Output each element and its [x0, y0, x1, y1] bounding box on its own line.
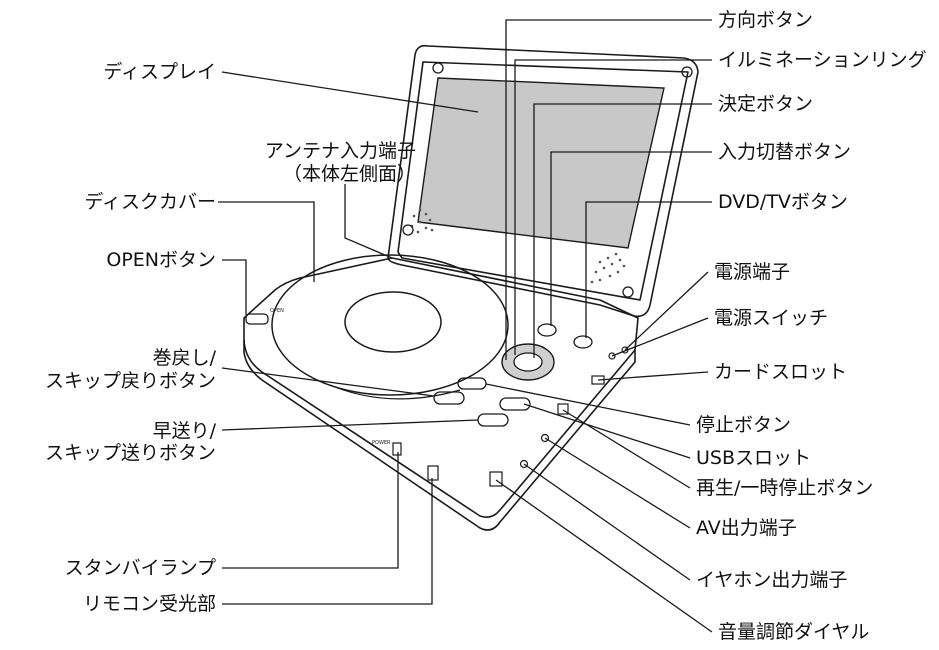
volume-dial-shape	[489, 471, 503, 487]
rewind-shape	[433, 391, 465, 405]
speaker-right	[590, 252, 626, 284]
label-illumination-ring: イルミネーションリング	[718, 49, 927, 71]
usb-shape	[557, 403, 569, 415]
label-rewind-1: 巻戻し/	[152, 347, 216, 369]
screw-tl	[432, 62, 444, 74]
disc-cover	[271, 254, 509, 396]
label-disc-cover: ディスクカバー	[84, 191, 216, 213]
label-ff-1: 早送り/	[152, 420, 216, 442]
base-top	[243, 257, 639, 518]
disc-shadow	[329, 384, 461, 400]
display-screen	[417, 77, 665, 249]
power-switch-shape	[608, 352, 616, 360]
leader-lines	[218, 19, 713, 633]
label-volume-dial: 音量調節ダイヤル	[718, 621, 870, 643]
dvd-tv-shape	[573, 335, 593, 349]
earphone-shape	[519, 459, 529, 469]
open-button-shape	[245, 313, 269, 325]
stop-shape	[457, 377, 487, 390]
av-out-shape	[540, 433, 550, 443]
label-display: ディスプレイ	[103, 61, 216, 83]
label-rewind-2: スキップ戻りボタン	[44, 370, 216, 392]
remote-receiver-shape	[427, 465, 439, 481]
enter-button-shape	[513, 352, 543, 372]
lid-outline	[387, 44, 699, 318]
screw-tr	[681, 66, 693, 78]
device-body	[243, 44, 699, 531]
label-ff-2: スキップ送りボタン	[44, 442, 216, 464]
label-antenna-1: アンテナ入力端子	[264, 140, 416, 162]
label-input-switch: 入力切替ボタン	[718, 141, 852, 163]
speaker-left	[410, 208, 434, 234]
label-power-terminal: 電源端子	[714, 261, 791, 283]
standby-lamp-shape	[392, 442, 402, 456]
label-standby-lamp: スタンバイランプ	[64, 557, 216, 579]
label-stop-button: 停止ボタン	[696, 414, 792, 436]
label-antenna-2: （本体左側面）	[282, 163, 416, 185]
label-usb-slot: USBスロット	[696, 447, 812, 469]
lid-inner	[397, 61, 689, 301]
input-switch-shape	[537, 323, 557, 337]
label-earphone-out: イヤホン出力端子	[696, 569, 848, 591]
play-shape	[499, 397, 531, 411]
label-open-button: OPENボタン	[106, 249, 216, 271]
device-power-text: POWER	[372, 440, 391, 446]
ff-shape	[477, 413, 509, 427]
screw-bl	[402, 224, 414, 236]
label-power-switch: 電源スイッチ	[714, 307, 829, 329]
label-av-out: AV出力端子	[696, 517, 797, 539]
label-play-pause: 再生/一時停止ボタン	[696, 477, 874, 499]
label-card-slot: カードスロット	[714, 361, 848, 383]
device-open-text: OPEN	[270, 308, 284, 314]
label-direction-button: 方向ボタン	[718, 9, 814, 31]
label-enter-button: 決定ボタン	[718, 93, 814, 115]
base-side	[243, 340, 636, 531]
label-remote-receiver: リモコン受光部	[82, 593, 216, 615]
screw-br	[622, 286, 634, 298]
label-dvd-tv: DVD/TVボタン	[718, 191, 848, 213]
disc-hub	[344, 291, 442, 353]
